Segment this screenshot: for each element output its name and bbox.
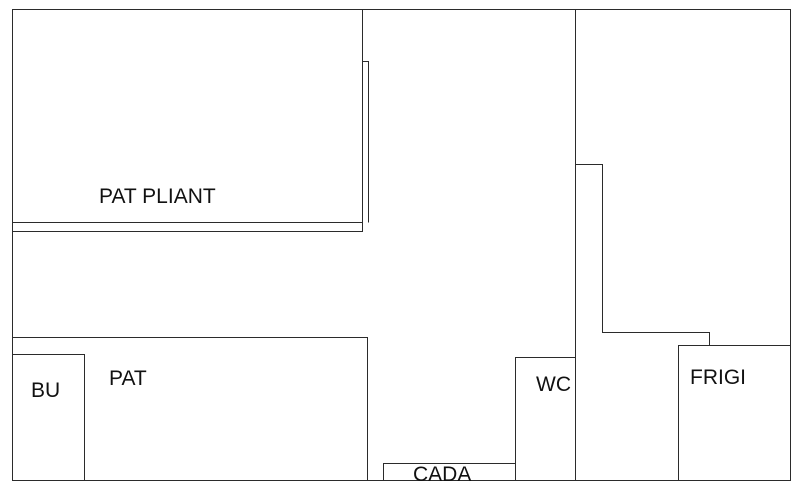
folding-bed-edge-bottom (12, 222, 363, 232)
label-pat-pliant: PAT PLIANT (99, 185, 216, 208)
wc-outline (515, 357, 576, 481)
folding-bed-edge-inner (362, 61, 369, 223)
label-frigi: FRIGI (690, 366, 746, 389)
outer-wall (12, 9, 791, 481)
bu-outline (12, 354, 85, 481)
right-l-wall (575, 164, 710, 346)
label-cada: CADA (413, 463, 471, 486)
label-wc: WC (536, 373, 571, 396)
label-bu: BU (31, 379, 60, 402)
folding-bed-outline (12, 9, 363, 223)
fridge-outline (678, 345, 791, 481)
bed-outline (12, 337, 368, 481)
label-pat: PAT (109, 367, 147, 390)
